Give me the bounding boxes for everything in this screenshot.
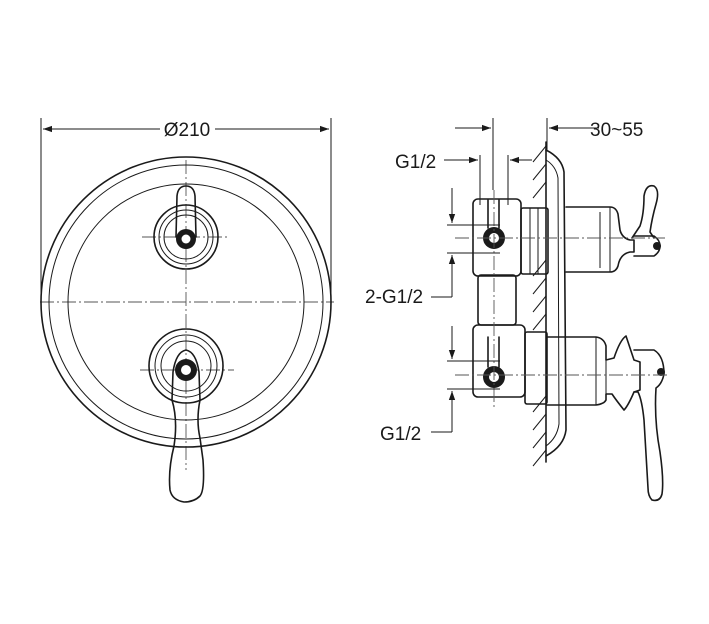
mixer-lever-side xyxy=(546,335,665,502)
cover-plate-face xyxy=(67,183,305,421)
side-view: 30~55 G1/2 2-G1/2 G1/2 xyxy=(365,118,668,502)
top-thread-label: G1/2 xyxy=(395,152,436,173)
wall-hatching xyxy=(532,141,547,467)
cover-plate-inner xyxy=(48,164,324,440)
depth-label: 30~55 xyxy=(590,120,643,141)
diameter-label: Ø210 xyxy=(164,120,210,141)
mixer-lever xyxy=(148,328,224,503)
cover-plate-outer xyxy=(40,156,332,448)
front-view: Ø210 xyxy=(40,118,334,503)
valve-body xyxy=(472,198,549,405)
bottom-thread-label: G1/2 xyxy=(380,424,421,445)
diverter-knob xyxy=(153,185,219,270)
middle-thread-label: 2-G1/2 xyxy=(365,287,423,308)
cover-plate-profile xyxy=(545,149,567,457)
diverter-knob-side xyxy=(565,184,661,273)
